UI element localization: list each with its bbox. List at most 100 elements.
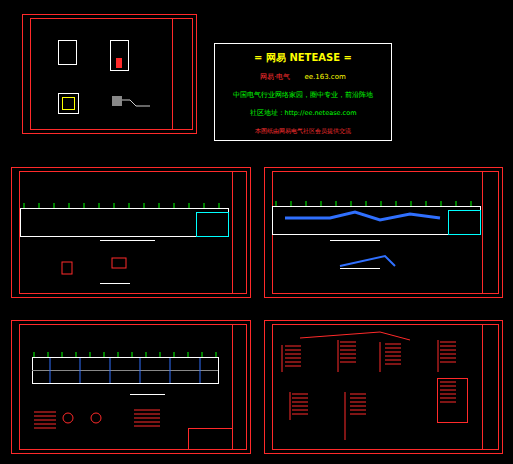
cad-stroke	[292, 410, 308, 411]
text-row: = 网易 NETEASE =	[254, 47, 352, 65]
cad-stroke	[76, 352, 77, 357]
cad-stroke	[385, 364, 401, 365]
cad-stroke	[34, 352, 35, 357]
cad-stroke	[174, 203, 175, 208]
cad-stroke	[20, 325, 247, 450]
cad-stroke	[440, 402, 456, 403]
cad-stroke	[381, 201, 382, 206]
cad-stroke	[63, 413, 101, 423]
cad-stroke	[440, 350, 456, 351]
cad-stroke	[340, 342, 356, 343]
cad-stroke	[385, 360, 401, 361]
cad-stroke	[130, 394, 165, 395]
cad-stroke	[219, 203, 220, 208]
cad-stroke	[340, 362, 356, 363]
cad-stroke	[471, 201, 472, 206]
cad-stroke	[385, 352, 401, 353]
logo-box: = 网易 NETEASE = 网易·电气 ee.163.com 中国电气行业网络家园，…	[214, 43, 392, 141]
cad-stroke	[350, 406, 366, 407]
logo-text: 网易·电气	[260, 73, 290, 81]
cad-stroke	[456, 201, 457, 206]
cad-stroke	[202, 352, 203, 357]
cad-stroke	[62, 258, 126, 274]
cad-stroke	[340, 354, 356, 355]
text-row: 网易·电气 ee.163.com	[260, 65, 346, 83]
cad-stroke	[144, 203, 145, 208]
cad-stroke	[159, 203, 160, 208]
cad-stroke	[340, 358, 356, 359]
cad-stroke	[39, 203, 40, 208]
cad-stroke	[140, 358, 141, 383]
cad-stroke	[292, 402, 308, 403]
cad-stroke	[204, 203, 205, 208]
cad-stroke	[340, 346, 356, 347]
cad-stroke	[366, 201, 367, 206]
cad-stroke	[350, 398, 366, 399]
cad-stroke	[440, 390, 456, 391]
cad-stroke	[292, 394, 308, 395]
cad-stroke	[282, 345, 283, 372]
logo-text: 本图纸由网易电气社区会员提供交流	[255, 127, 351, 134]
cad-stroke	[385, 348, 401, 349]
cad-stroke	[100, 283, 130, 284]
cad-stroke	[440, 358, 456, 359]
cad-stroke	[34, 416, 56, 417]
cad-stroke	[112, 96, 122, 106]
cad-stroke	[134, 414, 160, 415]
cad-stroke	[285, 354, 301, 355]
text-row: 社区地址：http://ee.netease.com	[250, 101, 357, 119]
cad-stroke	[273, 207, 481, 269]
cad-stroke	[110, 358, 111, 383]
cad-stroke	[351, 201, 352, 206]
cad-stroke	[440, 362, 456, 363]
cad-stroke	[62, 262, 72, 274]
cad-stroke	[385, 344, 401, 345]
cad-stroke	[440, 394, 456, 395]
cad-stroke	[24, 203, 25, 208]
cad-stroke	[292, 406, 308, 407]
cad-stroke	[54, 203, 55, 208]
cad-stroke	[200, 358, 201, 383]
cad-stroke	[385, 356, 401, 357]
cad-stroke	[59, 94, 79, 114]
cad-stroke	[197, 213, 229, 237]
cad-stroke	[380, 342, 381, 372]
cad-stroke	[31, 19, 193, 130]
cad-stroke	[63, 413, 73, 423]
cad-stroke	[34, 428, 56, 429]
logo-text: ee.163.com	[304, 73, 345, 81]
cad-stroke	[340, 268, 380, 269]
cad-stroke	[330, 240, 380, 241]
cad-stroke	[12, 168, 251, 298]
text-row: 本图纸由网易电气社区会员提供交流	[255, 119, 351, 137]
cad-stroke	[285, 362, 301, 363]
logo-title: = 网易 NETEASE =	[254, 52, 352, 63]
cad-stroke	[285, 350, 301, 351]
cad-stroke	[291, 201, 292, 206]
cad-stroke	[340, 350, 356, 351]
cad-stroke	[282, 332, 468, 440]
cad-stroke	[188, 352, 189, 357]
cad-stroke	[265, 321, 503, 454]
cad-stroke	[134, 426, 160, 427]
cad-stroke	[440, 346, 456, 347]
cad-stroke	[59, 41, 77, 65]
cad-stroke	[285, 366, 301, 367]
cad-stroke	[99, 203, 100, 208]
cad-stroke	[23, 15, 197, 134]
cad-stroke	[273, 325, 499, 450]
cad-stroke	[80, 358, 81, 383]
cad-stroke	[426, 201, 427, 206]
cad-stroke	[438, 379, 468, 423]
cad-stroke	[24, 201, 471, 428]
cad-stroke	[129, 203, 130, 208]
cad-stroke	[440, 342, 456, 343]
logo-text: 中国电气行业网络家园，圈中专业，前沿阵地	[233, 91, 373, 99]
cad-stroke	[84, 203, 85, 208]
cad-stroke	[34, 424, 56, 425]
cad-stroke	[440, 354, 456, 355]
cad-stroke	[50, 358, 51, 383]
cad-stroke	[449, 211, 481, 235]
cad-stroke	[336, 201, 337, 206]
cad-stroke	[134, 422, 160, 423]
